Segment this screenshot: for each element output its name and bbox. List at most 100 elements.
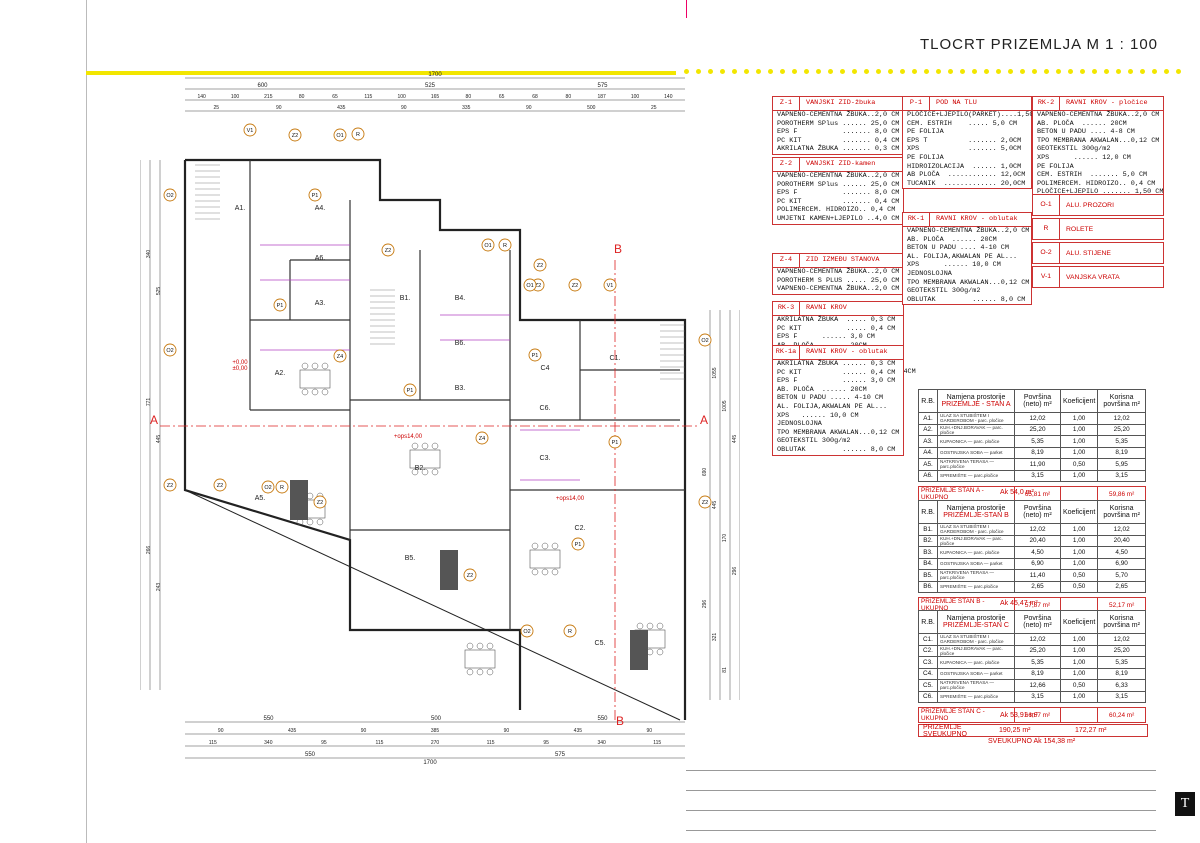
marker-label: V1 xyxy=(607,283,614,289)
col-coef: Koeficijent xyxy=(1059,610,1099,634)
cell-coef: 1,00 xyxy=(1059,656,1099,669)
cell-name: KUPAONICA — parc. pločice xyxy=(937,435,1015,448)
underline-dot xyxy=(1044,69,1049,74)
marker-circle xyxy=(520,624,534,638)
spec-line: PLOČICE+LJEPILO(PARKET)....1,50CM xyxy=(907,111,1042,119)
spec-line: AKRILATNA ŽBUKA ..... 0,3 CM xyxy=(777,316,896,324)
underline-dot xyxy=(984,69,989,74)
chair xyxy=(321,388,329,396)
table xyxy=(529,549,561,569)
cell-gross: 5,35 xyxy=(1014,656,1061,669)
marker-label: O2 xyxy=(264,485,271,491)
chair xyxy=(531,542,539,550)
room-label: B5. xyxy=(405,555,416,562)
cell-net: 5,95 xyxy=(1097,458,1146,471)
terrace-table xyxy=(630,630,648,670)
cell-coef: 0,50 xyxy=(1059,458,1099,471)
dimension-label: 90 xyxy=(504,728,510,734)
dimension-label: 550 xyxy=(597,716,608,722)
spec-line: GEOTEKSTIL 300g/m2 xyxy=(1037,145,1111,154)
table-row: A1.ULAZ SA STUBIŠTEM I GARDEROBOM - parc… xyxy=(918,412,1146,425)
chair xyxy=(551,542,559,550)
cell-name: KUH.+DNJ.BORAVAK — parc. pločice xyxy=(937,534,1015,547)
cell-rb: B4. xyxy=(918,557,938,570)
room-label: B4. xyxy=(455,295,466,302)
chair xyxy=(551,568,559,576)
spec-line: VAPNENO-CEMENTNA ŽBUKA..2,0 CM xyxy=(1037,111,1160,119)
spec-line: UMJETNI KAMEN+LJEPILO ..4,0 CM xyxy=(777,214,900,223)
dimension-label: 1136 xyxy=(140,211,142,222)
cell-gross: 8,19 xyxy=(1014,667,1061,680)
marker-circle xyxy=(351,127,365,141)
level-label: +ops14,00 xyxy=(394,434,423,440)
room-label: C3. xyxy=(540,455,551,462)
marker-label: P1 xyxy=(575,542,582,548)
marker-circle xyxy=(261,480,275,494)
col-name-label: Namjena prostorije xyxy=(946,505,1006,512)
cell-net: 12,02 xyxy=(1097,412,1146,425)
sheet-title: TLOCRT PRIZEMLJA M 1 : 100 xyxy=(920,36,1159,53)
marker-label: O2 xyxy=(166,193,173,199)
dimension-label: 445 xyxy=(156,435,162,444)
cell-rb: B2. xyxy=(918,534,938,547)
cell-coef: 1,00 xyxy=(1059,690,1099,703)
cell-name: GOSTINJSKA SOBA — parket xyxy=(937,557,1015,570)
title-underline xyxy=(86,71,676,75)
cell-net: 8,19 xyxy=(1097,667,1146,680)
dimension-label: 100 xyxy=(231,94,240,100)
dimension-label: 95 xyxy=(321,740,327,746)
dimension-label: 90 xyxy=(276,105,282,111)
dimension-label: 600 xyxy=(257,83,268,89)
marker-label: O2 xyxy=(523,629,530,635)
room-label: C4 xyxy=(541,365,550,372)
marker-label: P1 xyxy=(612,440,619,446)
cell-gross: 6,90 xyxy=(1014,557,1061,570)
dimension-label: 266 xyxy=(146,546,152,555)
cell-name: KUH.+DNJ.BORAVAK — parc. pločice xyxy=(937,644,1015,657)
spec-line: PLOČICE+LJEPILO ....... 1,50 CM xyxy=(1037,188,1164,197)
room-label: C5. xyxy=(595,640,606,647)
dimension-label: 140 xyxy=(664,94,673,100)
spec-line: OBLUTAK ...... 8,0 CM xyxy=(907,295,1026,304)
cell-gross: 3,15 xyxy=(1014,690,1061,703)
dimension-label: 90 xyxy=(361,728,367,734)
cell-name: KUPAONICA — parc. pločice xyxy=(937,656,1015,669)
spec-line: AB. PLOČA ...... 20CM xyxy=(907,235,997,244)
dimension-label: 1055 xyxy=(712,367,718,378)
marker-label: Z4 xyxy=(337,354,343,360)
underline-dot xyxy=(708,69,713,74)
legend-name: VANJSKA VRATA xyxy=(1066,273,1120,281)
dimension-label: 340 xyxy=(264,740,273,746)
cell-gross: 25,20 xyxy=(1014,423,1061,436)
room-label: A2. xyxy=(275,370,286,377)
underline-dot xyxy=(684,69,689,74)
spec-line: HIDROIZOLACIJA ...... 1,0CM xyxy=(907,162,1022,171)
dimension-label: 1700 xyxy=(428,72,442,78)
underline-dot xyxy=(936,69,941,74)
room-label: B1. xyxy=(400,295,411,302)
underline-dot xyxy=(744,69,749,74)
dimension-label: 243 xyxy=(156,583,162,592)
cell-rb: C4. xyxy=(918,667,938,680)
chair xyxy=(476,668,484,676)
spec-line: POLIMERCEM. HIDROIZO.. 0,4 CM xyxy=(777,206,896,215)
dimension-label: 525 xyxy=(425,83,436,89)
exterior-wall xyxy=(183,160,522,710)
dimension-label: 321 xyxy=(712,633,718,642)
cell-gross: 12,02 xyxy=(1014,412,1061,425)
legend-code: O-2 xyxy=(1033,243,1060,263)
marker-circle xyxy=(608,435,622,449)
table xyxy=(464,649,496,669)
